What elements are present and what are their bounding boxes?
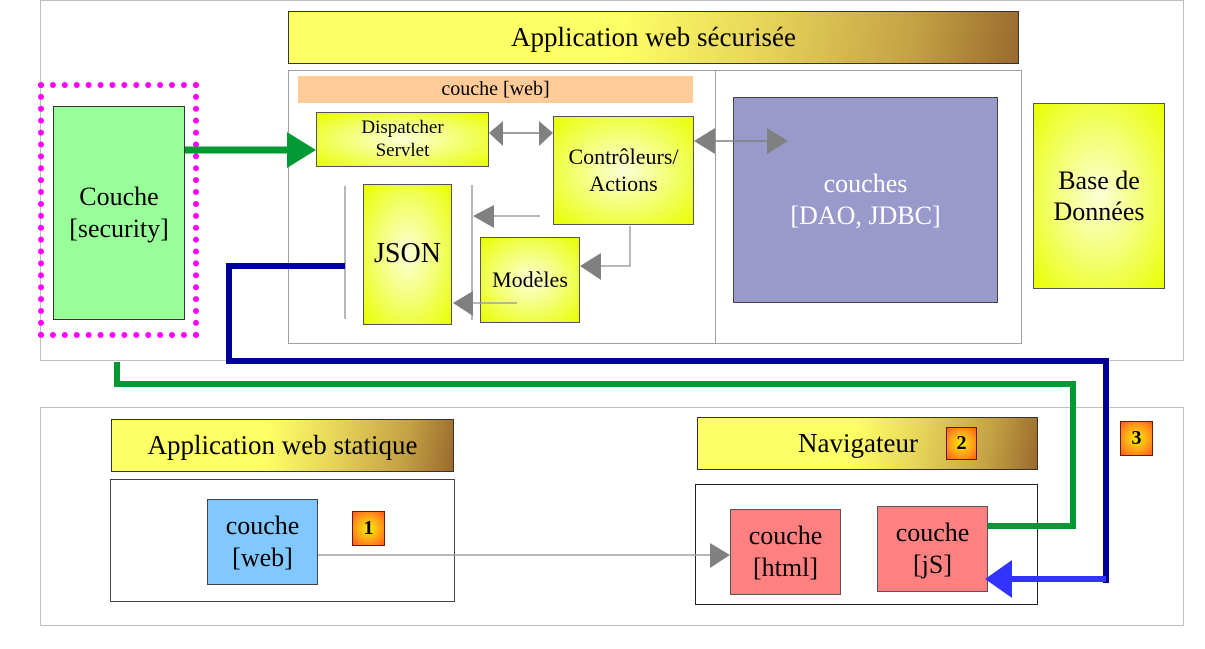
web-dao-divider bbox=[715, 70, 716, 344]
security-layer-box: Couche [security] bbox=[53, 106, 185, 320]
json-box: JSON bbox=[363, 184, 452, 325]
controllers-box: Contrôleurs/ Actions bbox=[553, 116, 694, 225]
js-layer-box: couche [jS] bbox=[877, 506, 988, 592]
static-app-frame bbox=[110, 479, 455, 602]
browser-title-text: Navigateur bbox=[798, 428, 918, 458]
models-json-arrow bbox=[453, 291, 517, 316]
step-3-badge: 3 bbox=[1120, 421, 1153, 456]
web-layer-label-text: couche [web] bbox=[441, 78, 550, 100]
html-layer-text: couche [html] bbox=[748, 520, 823, 583]
database-box: Base de Données bbox=[1033, 103, 1165, 289]
security-dispatcher-arrow bbox=[185, 132, 316, 168]
static-app-title-text: Application web statique bbox=[147, 430, 418, 460]
static-web-layer-text: couche [web] bbox=[225, 510, 300, 573]
step-1-badge: 1 bbox=[352, 511, 385, 546]
html-layer-box: couche [html] bbox=[730, 509, 841, 595]
secure-app-title-text: Application web sécurisée bbox=[511, 22, 796, 52]
browser-frame bbox=[695, 484, 1038, 605]
js-layer-text: couche [jS] bbox=[895, 517, 970, 580]
step-3-badge-text: 3 bbox=[1131, 427, 1142, 449]
models-box: Modèles bbox=[480, 237, 580, 323]
models-text: Modèles bbox=[492, 266, 568, 292]
controllers-dao-arrow bbox=[694, 128, 788, 154]
database-text: Base de Données bbox=[1053, 165, 1145, 226]
secure-app-inner-frame bbox=[288, 70, 1022, 344]
security-layer-text: Couche [security] bbox=[69, 181, 169, 244]
static-to-html-arrow bbox=[318, 543, 730, 568]
js-security-flow bbox=[114, 362, 1076, 529]
step-1-badge-text: 1 bbox=[363, 517, 374, 539]
security-boundary bbox=[38, 82, 199, 338]
json-text: JSON bbox=[374, 238, 441, 269]
controllers-text: Contrôleurs/ Actions bbox=[568, 144, 679, 196]
browser-title: Navigateur 2 bbox=[697, 417, 1038, 470]
static-web-layer-box: couche [web] bbox=[207, 499, 318, 585]
secure-app-title: Application web sécurisée bbox=[288, 11, 1019, 64]
controllers-models-arrow bbox=[580, 226, 631, 280]
dispatcher-controllers-arrow bbox=[489, 121, 553, 146]
dao-layer-box: couches [DAO, JDBC] bbox=[733, 97, 998, 303]
web-layer-label: couche [web] bbox=[298, 76, 693, 103]
dispatcher-servlet-text: Dispatcher Servlet bbox=[361, 116, 444, 161]
client-frame bbox=[40, 407, 1184, 626]
static-app-title: Application web statique bbox=[111, 419, 454, 472]
step-2-badge: 2 bbox=[945, 427, 977, 460]
dao-layer-text: couches [DAO, JDBC] bbox=[790, 168, 941, 231]
json-js-flow bbox=[226, 263, 1109, 583]
json-js-arrowhead bbox=[985, 560, 1106, 598]
dispatcher-servlet-box: Dispatcher Servlet bbox=[316, 112, 489, 167]
controllers-json-arrow bbox=[473, 205, 540, 228]
